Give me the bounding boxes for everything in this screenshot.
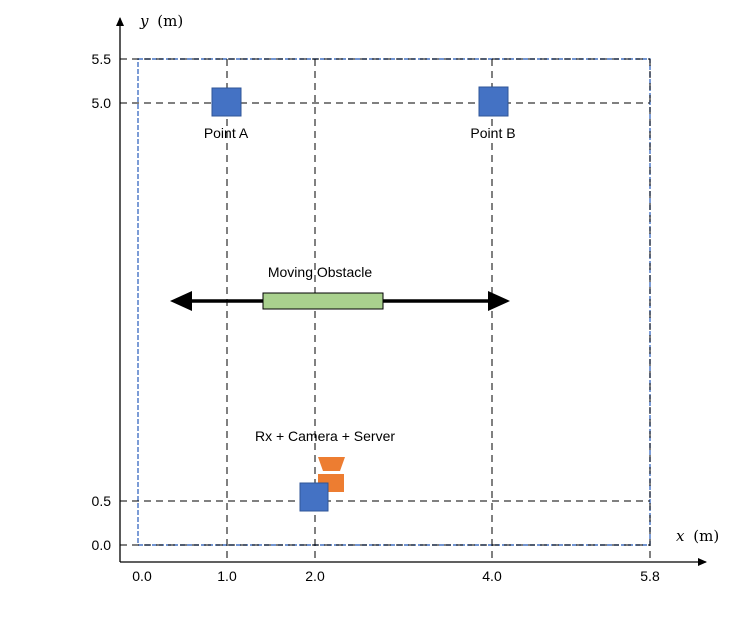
arrow-left-head (170, 291, 192, 311)
moving-obstacle (262, 292, 384, 310)
point-b-node (478, 86, 509, 117)
point-a-node (211, 87, 242, 117)
y-tick-label: 5.0 (92, 95, 112, 111)
grid-lines (120, 58, 651, 562)
x-axis-var: x (676, 527, 685, 545)
arrow-right-head (488, 291, 510, 311)
obstacle-label: Moving Obstacle (268, 264, 372, 280)
y-tick-label: 0.0 (92, 537, 112, 553)
x-tick-label: 1.0 (217, 568, 237, 584)
y-tick-label: 5.5 (92, 51, 112, 67)
x-tick-label: 2.0 (305, 568, 325, 584)
rx-node (299, 482, 329, 512)
x-axis-unit: (m) (693, 527, 719, 545)
x-tick-label: 0.0 (132, 568, 152, 584)
y-axis-unit: (m) (157, 12, 183, 30)
y-axis-var: y (139, 12, 149, 30)
receiver-label: Rx + Camera + Server (255, 428, 395, 444)
x-axis-title: x (m) (676, 527, 719, 545)
y-axis-title: y (m) (139, 12, 183, 30)
point-a-label: Point A (204, 125, 249, 141)
room-boundary (137, 58, 651, 546)
camera-lens-icon (318, 457, 345, 471)
x-tick-label: 4.0 (482, 568, 502, 584)
point-b-label: Point B (470, 125, 515, 141)
x-tick-label: 5.8 (640, 568, 660, 584)
y-tick-label: 0.5 (92, 493, 112, 509)
